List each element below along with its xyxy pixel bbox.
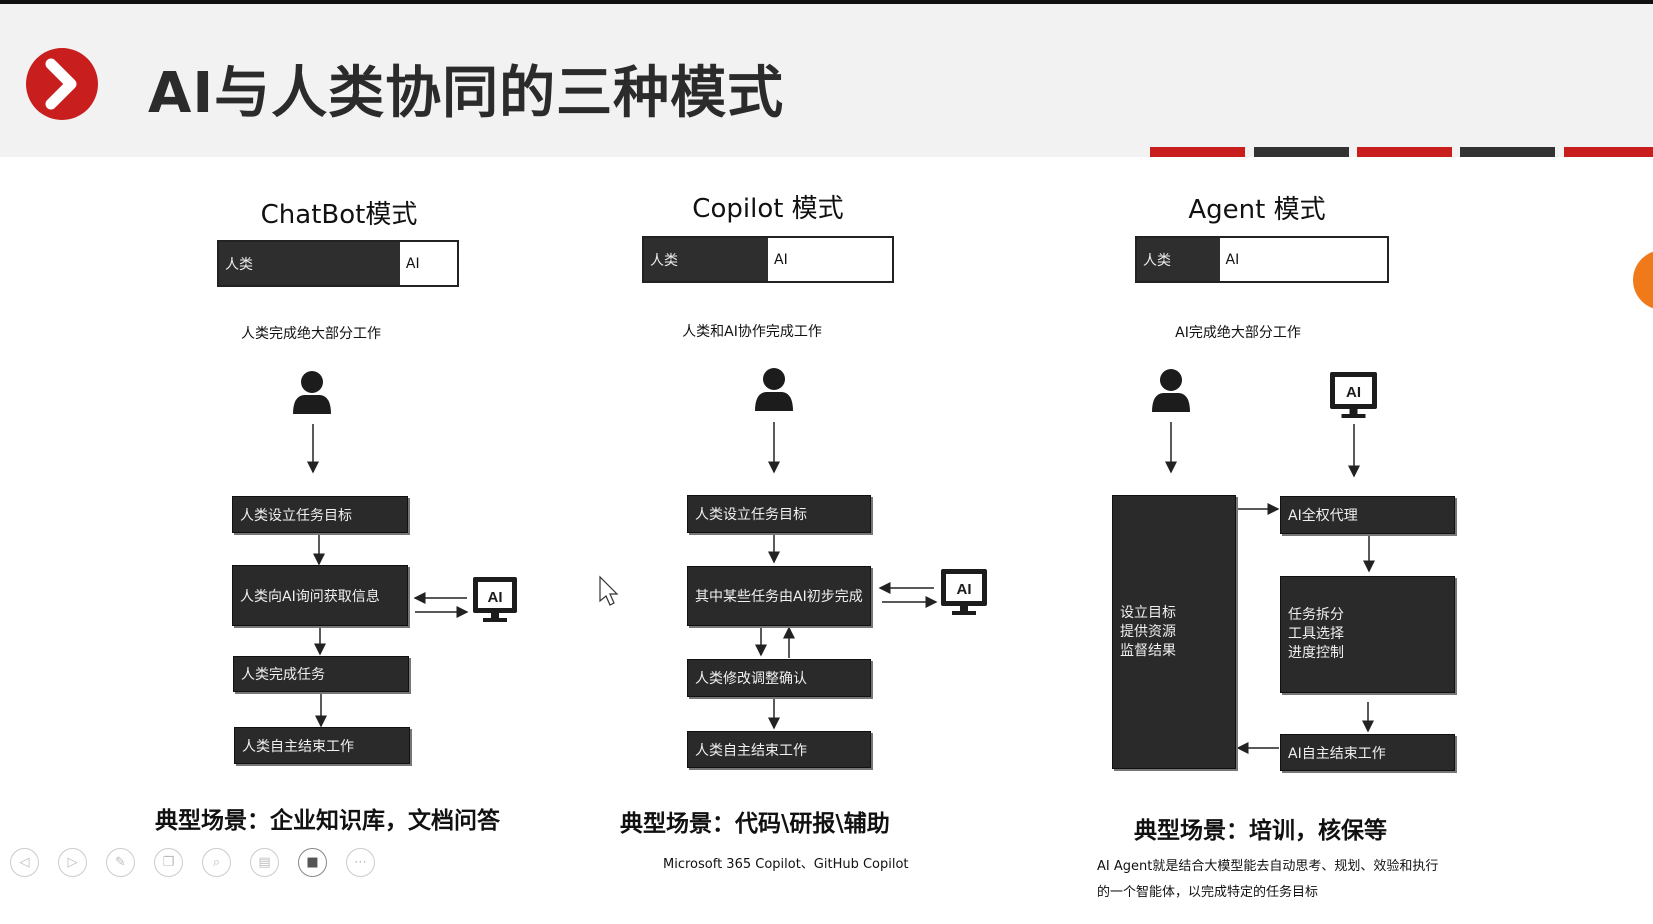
copilot-step-box: 其中某些任务由AI初步完成 (687, 566, 871, 626)
more-icon[interactable]: ⋯ (346, 848, 375, 877)
person-icon (1152, 369, 1190, 412)
person-icon (755, 368, 793, 411)
presentation-toolbar: ◁ ▷ ✎ ❐ ⌕ ▤ ■ ⋯ (10, 848, 375, 877)
ai-monitor-label: AI (1346, 384, 1361, 401)
agent-human-task: 提供资源 (1120, 623, 1176, 640)
ratio-ai-segment: AI (774, 251, 788, 268)
agent-ai-task: 工具选择 (1288, 626, 1344, 642)
ratio-ai-segment: AI (405, 255, 420, 272)
copilot-examples: Microsoft 365 Copilot、GitHub Copilot (663, 857, 909, 872)
copilot-scene: 典型场景：代码\研报\辅助 (620, 811, 890, 837)
header-stripe (1564, 147, 1653, 157)
chatbot-ratio-bar: 人类 AI (217, 240, 459, 287)
agent-scene: 典型场景：培训，核保等 (1134, 818, 1387, 844)
ai-monitor-icon: AI (473, 577, 517, 622)
chatbot-mode-title: ChatBot模式 (260, 200, 418, 230)
copilot-step-box: 人类设立任务目标 (687, 495, 871, 533)
copilot-mode-title: Copilot 模式 (692, 194, 844, 224)
mouse-pointer-icon (599, 575, 619, 606)
agent-ai-task: 任务拆分 (1288, 607, 1344, 623)
ratio-human-segment: 人类 (219, 242, 400, 285)
ratio-human-segment: 人类 (644, 238, 768, 281)
agent-mode-title: Agent 模式 (1188, 195, 1326, 225)
copilot-step-box: 人类修改调整确认 (687, 659, 871, 697)
copilot-ratio-bar: 人类 AI (642, 236, 894, 283)
ratio-ai-segment: AI (1225, 251, 1240, 268)
ai-monitor-label: AI (488, 589, 503, 606)
agent-human-task: 监督结果 (1120, 642, 1176, 659)
prev-icon[interactable]: ◁ (10, 848, 39, 877)
pen-icon[interactable]: ✎ (106, 848, 135, 877)
chatbot-step-box: 人类自主结束工作 (234, 727, 410, 764)
copy-icon[interactable]: ❐ (154, 848, 183, 877)
agent-ai-step-box: AI全权代理 (1280, 496, 1455, 534)
chatbot-step-box: 人类完成任务 (233, 656, 409, 692)
chatbot-step-box: 人类设立任务目标 (232, 496, 408, 533)
agent-definition-line: AI Agent就是结合大模型能去自动思考、规划、效验和执行 (1097, 859, 1439, 874)
ai-monitor-icon: AI (941, 569, 987, 615)
next-icon[interactable]: ▷ (58, 848, 87, 877)
header-stripe (1357, 147, 1452, 157)
floating-widget[interactable] (1633, 250, 1653, 310)
header-stripe (1460, 147, 1555, 157)
camera-icon[interactable]: ■ (298, 848, 327, 877)
zoom-icon[interactable]: ⌕ (202, 848, 231, 877)
copilot-step-box: 人类自主结束工作 (687, 731, 871, 768)
ai-monitor-icon: AI (1330, 372, 1377, 418)
header-stripe (1254, 147, 1349, 157)
chatbot-caption: 人类完成绝大部分工作 (241, 326, 381, 342)
chevron-right-icon (26, 48, 98, 120)
agent-definition-line: 的一个智能体，以完成特定的任务目标 (1097, 885, 1319, 900)
chatbot-step-box: 人类向AI询问获取信息 (232, 565, 408, 626)
top-border (0, 0, 1653, 4)
agent-ratio-bar: 人类 AI (1135, 236, 1389, 283)
slide-title: AI与人类协同的三种模式 (148, 61, 785, 126)
slide-header: AI与人类协同的三种模式 (0, 4, 1653, 157)
agent-human-block: 设立目标 提供资源 监督结果 (1112, 495, 1236, 769)
agent-ai-step-box: 任务拆分 工具选择 进度控制 (1280, 576, 1455, 693)
agent-caption: AI完成绝大部分工作 (1175, 325, 1301, 341)
header-stripe (1150, 147, 1245, 157)
ai-monitor-label: AI (957, 581, 972, 598)
agent-ai-task: 进度控制 (1288, 645, 1344, 661)
chatbot-scene: 典型场景：企业知识库，文档问答 (155, 808, 500, 834)
ratio-human-segment: 人类 (1137, 238, 1220, 281)
subtitle-icon[interactable]: ▤ (250, 848, 279, 877)
person-icon (293, 371, 331, 414)
agent-ai-step-box: AI自主结束工作 (1280, 734, 1455, 771)
copilot-caption: 人类和AI协作完成工作 (682, 324, 822, 340)
agent-human-task: 设立目标 (1120, 604, 1176, 621)
